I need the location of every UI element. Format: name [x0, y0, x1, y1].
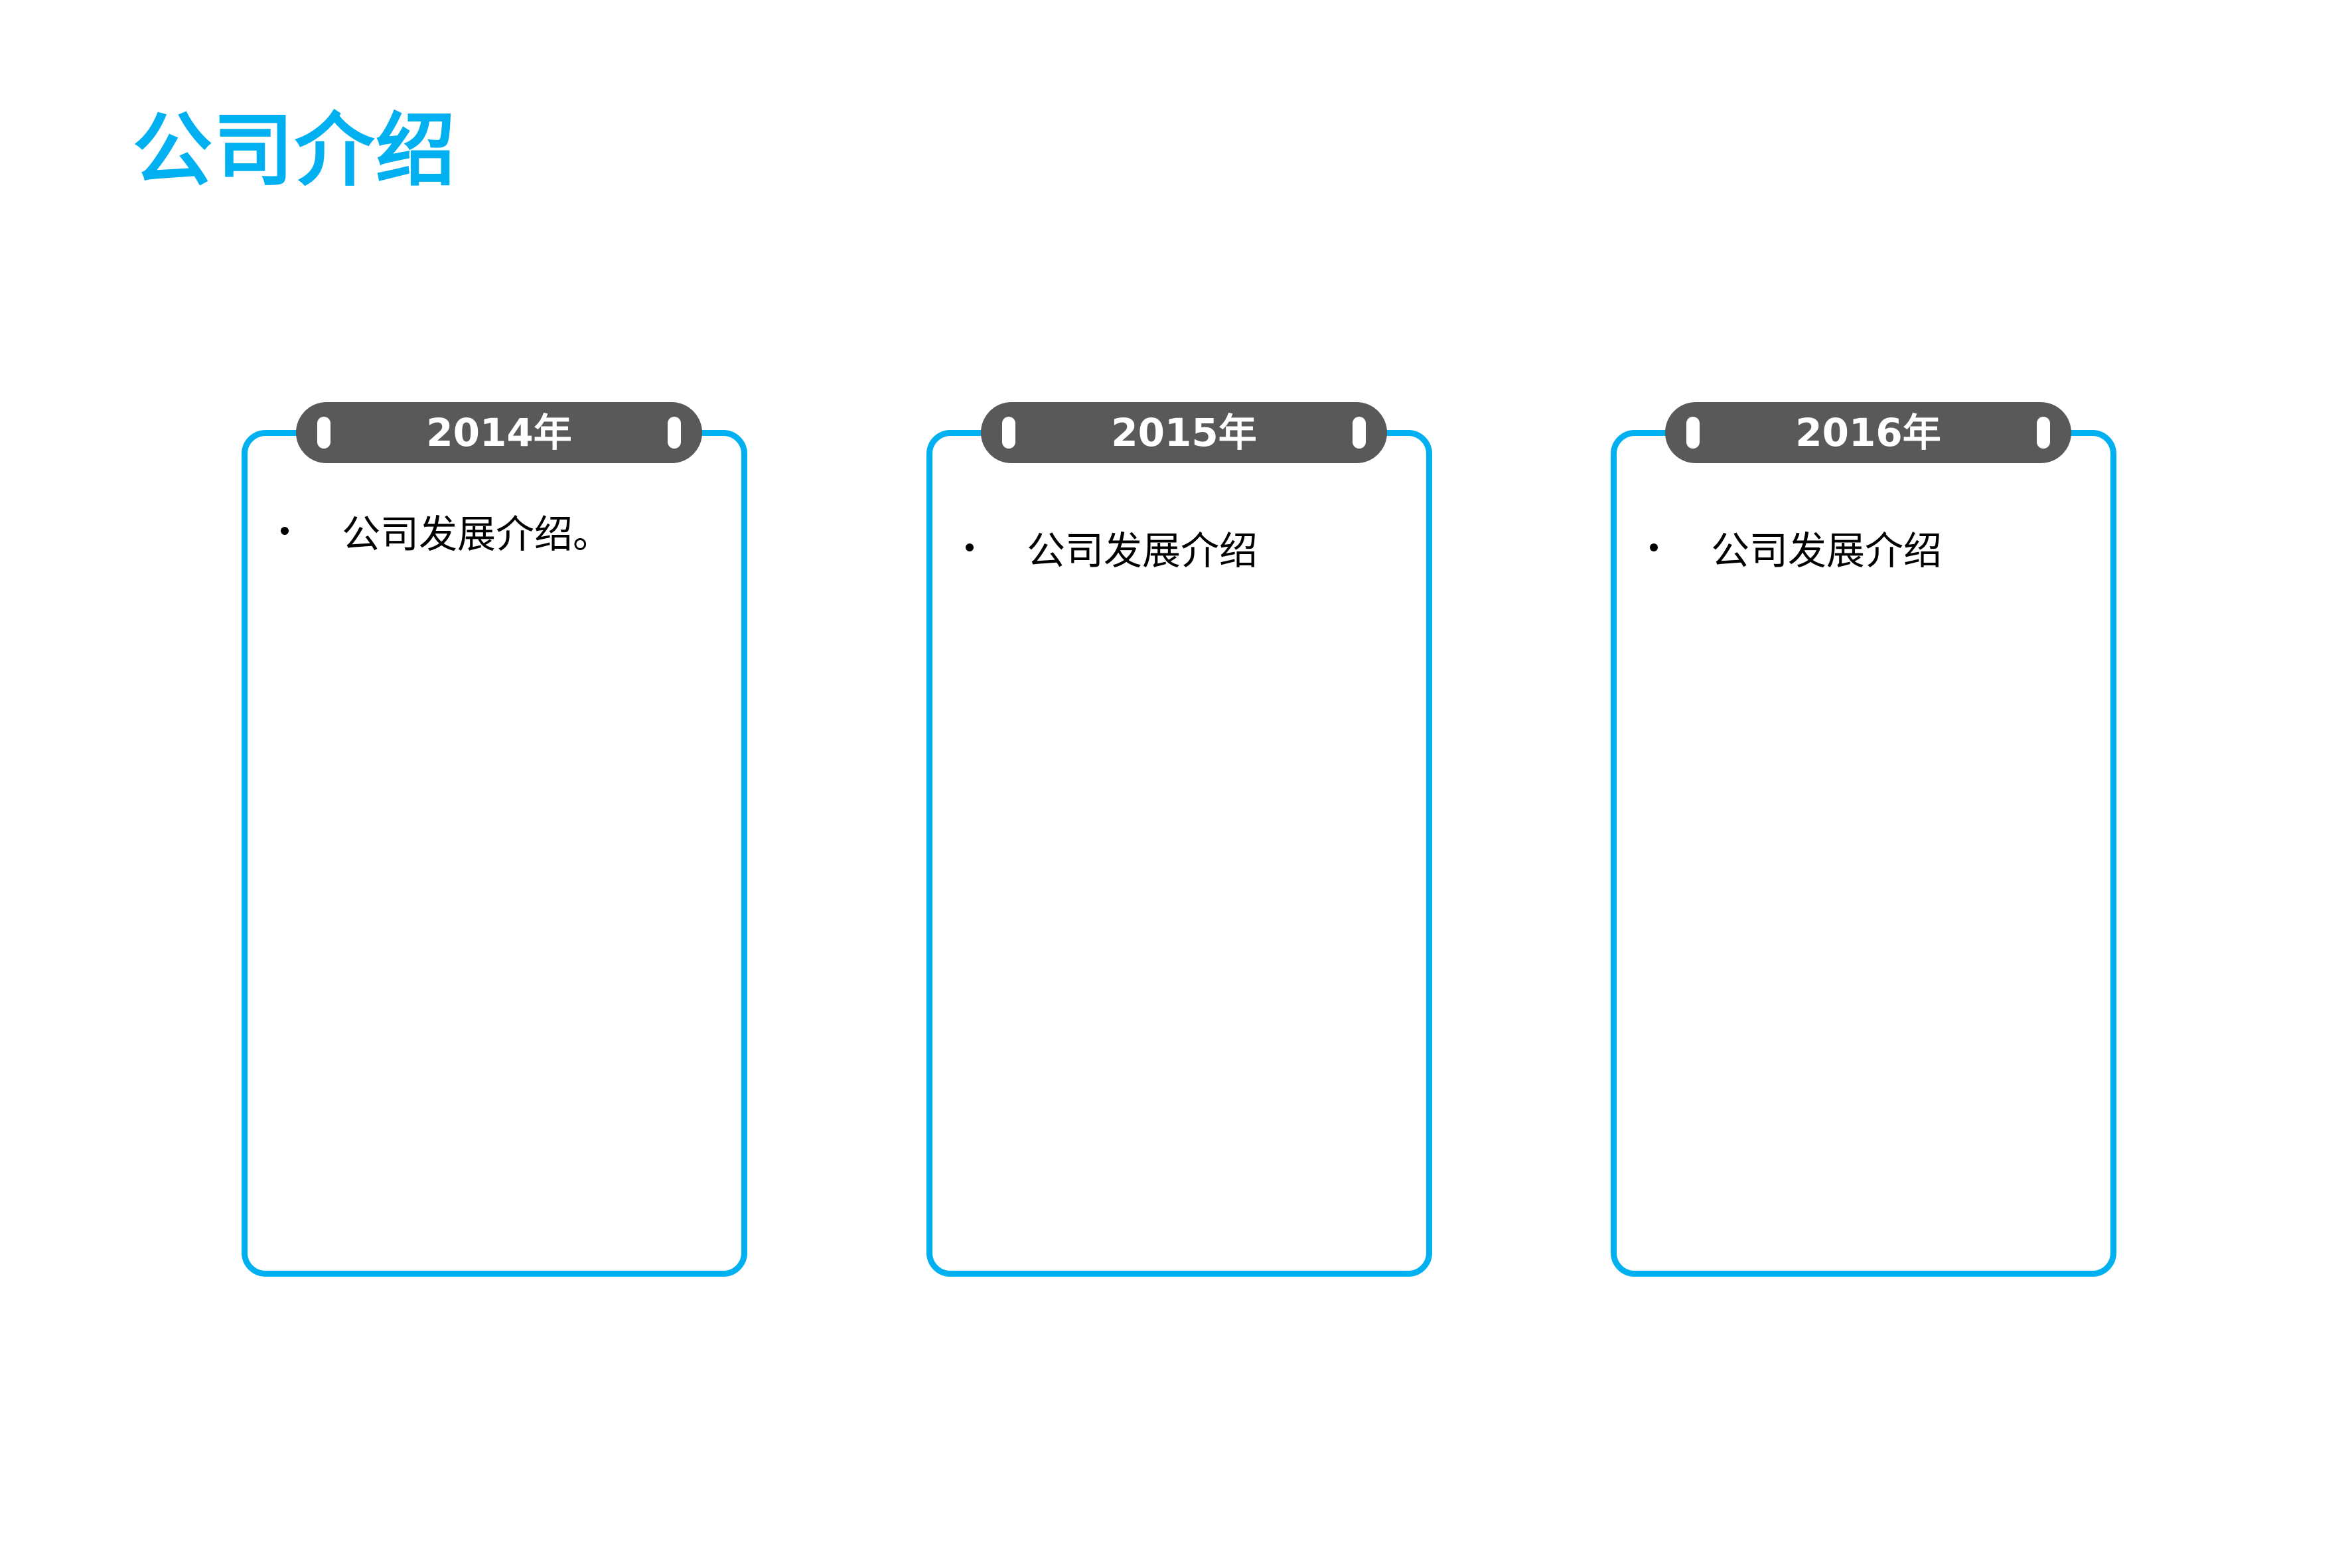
- bullet-icon: [281, 527, 289, 535]
- year-tab: 2014年: [296, 402, 702, 463]
- list-item: 公司发展介绍: [1650, 521, 2091, 574]
- bullet-text: 公司发展介绍: [1711, 528, 1943, 573]
- year-label: 2015年: [1111, 410, 1257, 455]
- year-card-2015: 2015年 公司发展介绍: [926, 402, 1432, 1277]
- bullet-text: 公司发展介绍: [1027, 528, 1258, 573]
- binder-ring-icon: [668, 417, 681, 449]
- binder-ring-icon: [2037, 417, 2050, 449]
- list-item: 公司发展介绍: [966, 521, 1406, 574]
- year-card-2014: 2014年 公司发展介绍。: [242, 402, 747, 1277]
- year-card-2016: 2016年 公司发展介绍: [1611, 402, 2116, 1277]
- year-tab: 2015年: [981, 402, 1387, 463]
- binder-ring-icon: [1002, 417, 1015, 449]
- binder-ring-icon: [1686, 417, 1700, 449]
- year-tab: 2016年: [1665, 402, 2071, 463]
- bullet-icon: [1650, 543, 1658, 551]
- binder-ring-icon: [317, 417, 331, 449]
- year-label: 2014年: [426, 410, 572, 455]
- year-label: 2016年: [1795, 410, 1941, 455]
- bullet-icon: [966, 543, 974, 551]
- page-title: 公司介绍: [133, 105, 457, 197]
- list-item: 公司发展介绍。: [281, 504, 721, 557]
- binder-ring-icon: [1353, 417, 1366, 449]
- bullet-text: 公司发展介绍。: [342, 512, 612, 557]
